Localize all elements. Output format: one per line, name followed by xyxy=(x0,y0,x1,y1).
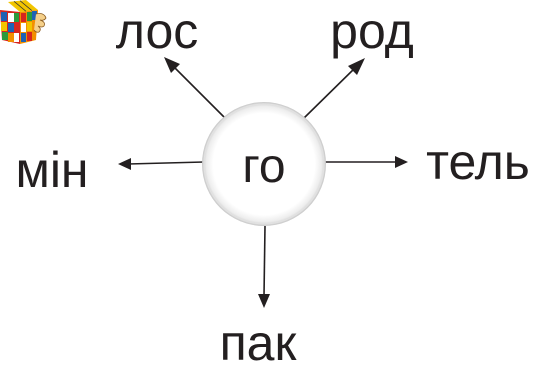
word-bottom: пак xyxy=(220,315,298,366)
arrow-to-right xyxy=(325,156,408,168)
rubiks-cube-icon xyxy=(0,0,47,44)
word-left: мін xyxy=(15,142,88,198)
word-top-left: лос xyxy=(116,3,199,59)
word-top-right: род xyxy=(330,3,414,59)
arrow-to-top-right xyxy=(302,58,365,120)
arrow-to-bottom xyxy=(258,225,270,308)
arrow-to-top-left xyxy=(164,57,227,120)
word-right: тель xyxy=(426,134,530,190)
arrow-to-left xyxy=(118,158,205,170)
center-circle-outline xyxy=(203,103,325,225)
center-circle xyxy=(202,102,326,226)
center-syllable: го xyxy=(242,140,285,193)
